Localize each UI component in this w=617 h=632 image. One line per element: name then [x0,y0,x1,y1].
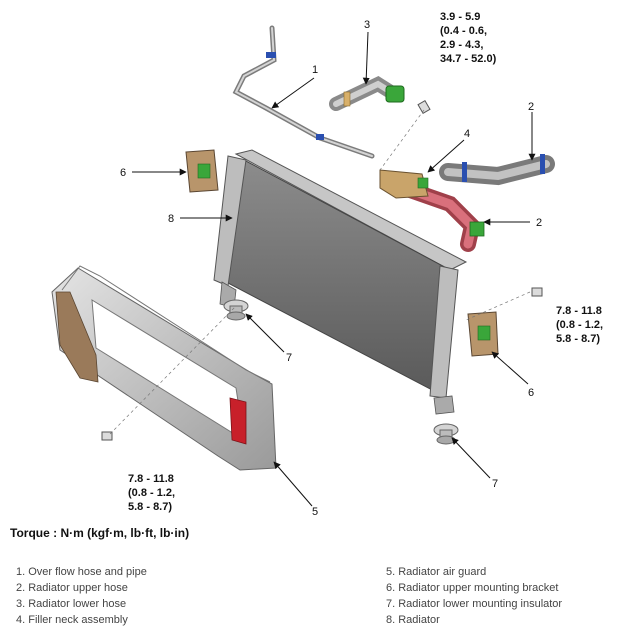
svg-text:(0.8 - 1.2,: (0.8 - 1.2, [556,319,603,331]
torque-unit-note: Torque : N·m (kgf·m, lb·ft, lb·in) [10,526,190,540]
legend-item: 2. Radiator upper hose [16,582,128,594]
torque-spec-filler-bolt: 3.9 - 5.9 (0.4 - 0.6, 2.9 - 4.3, 34.7 - … [440,11,497,65]
svg-text:5.8 - 8.7): 5.8 - 8.7) [556,333,600,345]
legend-item: 6. Radiator upper mounting bracket [386,582,559,594]
upper-mounting-bracket-left [185,149,219,193]
legend-left: 1. Over flow hose and pipe 2. Radiator u… [16,564,147,628]
lower-mounting-insulator-left [223,299,249,321]
svg-text:7.8 - 11.8: 7.8 - 11.8 [128,473,174,485]
callout-7-left: 7 [286,352,292,364]
callout-2-lower: 2 [536,217,542,229]
radiator-air-guard [51,265,277,471]
legend-item: 5. Radiator air guard [386,566,487,578]
callout-7-right: 7 [492,478,498,490]
svg-text:(0.4 - 0.6,: (0.4 - 0.6, [440,25,487,37]
radiator-upper-hose [439,154,555,186]
radiator-exploded-diagram: 1 3 2 4 2 6 8 7 6 7 5 3.9 - 5.9 (0.4 - 0… [51,11,603,518]
overflow-hose-and-pipe [232,25,375,159]
radiator-lower-hose [329,76,405,111]
svg-text:3.9 - 5.9: 3.9 - 5.9 [440,11,480,23]
callout-6-right: 6 [528,387,534,399]
alignment-lines [109,109,531,435]
legend-item: 3. Radiator lower hose [16,598,127,610]
legend-item: 7. Radiator lower mounting insulator [386,598,563,610]
svg-text:7.8 - 11.8: 7.8 - 11.8 [556,305,602,317]
torque-spec-left-bolt: 7.8 - 11.8 (0.8 - 1.2, 5.8 - 8.7) [128,473,175,513]
leader-arrows [132,31,536,507]
lower-mounting-insulator-right [433,423,459,445]
callout-2-upper: 2 [528,101,534,113]
torque-spec-right-bolt: 7.8 - 11.8 (0.8 - 1.2, 5.8 - 8.7) [556,305,603,345]
legend-item: 1. Over flow hose and pipe [16,566,147,578]
svg-text:34.7 - 52.0): 34.7 - 52.0) [440,53,497,65]
svg-text:2.9 - 4.3,: 2.9 - 4.3, [440,39,483,51]
filler-neck-assembly [379,169,485,252]
bolt-icon-filler [417,99,431,115]
bolt-icon-right [531,287,543,297]
legend-right: 5. Radiator air guard 6. Radiator upper … [386,564,562,628]
callout-1: 1 [312,64,318,76]
legend-item: 4. Filler neck assembly [16,614,128,626]
bolt-icon-left [101,431,113,441]
svg-text:5.8 - 8.7): 5.8 - 8.7) [128,501,172,513]
callout-6-left: 6 [120,167,126,179]
upper-mounting-bracket-right [467,311,499,357]
callout-3: 3 [364,19,370,31]
callout-8: 8 [168,213,174,225]
radiator [213,149,468,415]
callout-4: 4 [464,128,470,140]
legend-item: 8. Radiator [386,614,440,626]
svg-text:(0.8 - 1.2,: (0.8 - 1.2, [128,487,175,499]
callout-5: 5 [312,506,318,518]
